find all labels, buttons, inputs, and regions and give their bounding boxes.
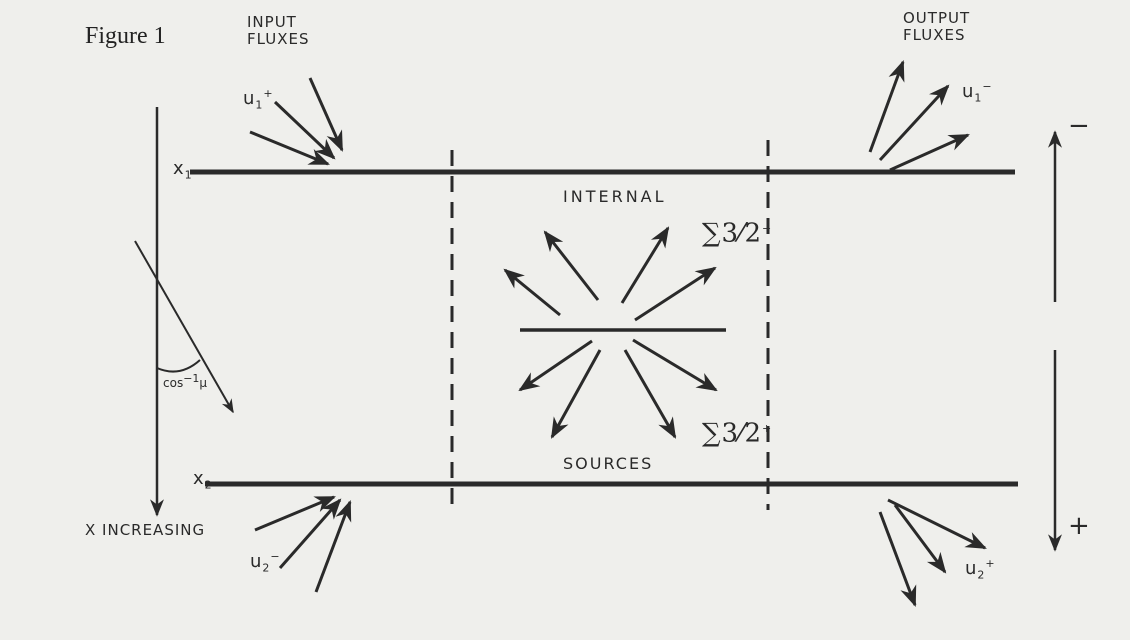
u1-plus-label: u1+ xyxy=(243,87,274,112)
x1-label: x1 xyxy=(173,158,193,182)
input-fluxes-label: INPUT FLUXES xyxy=(247,13,310,48)
figure-title: Figure 1 xyxy=(85,23,166,49)
input-arrow-u2 xyxy=(254,495,336,532)
internal-arrow-down xyxy=(623,349,677,439)
sigma-plus-label: ∑3⁄2+ xyxy=(702,418,773,449)
plus-sign: + xyxy=(1068,511,1091,541)
output-arrow-u1 xyxy=(878,84,950,162)
input-arrow-u2 xyxy=(314,500,352,593)
input-arrow-u1 xyxy=(273,100,336,160)
x2-label: x2 xyxy=(193,468,213,492)
internal-arrow-down xyxy=(518,339,593,392)
angle-arc xyxy=(156,359,201,373)
internal-arrow-down xyxy=(632,338,718,392)
u1-minus-label: u1− xyxy=(962,80,993,105)
input-arrow-u2 xyxy=(278,498,342,569)
output-arrow-u2 xyxy=(878,511,917,607)
u2-minus-label: u2− xyxy=(250,550,281,575)
direction-line xyxy=(134,240,234,414)
internal-arrow-up xyxy=(620,226,670,304)
x-increasing-label: X INCREASING xyxy=(85,521,206,539)
angle-label: cos−1μ xyxy=(163,372,208,390)
internal-arrow-up xyxy=(634,266,717,322)
minus-sign: − xyxy=(1068,111,1091,141)
input-arrow-u1 xyxy=(249,130,330,166)
output-arrow-u2 xyxy=(887,498,987,550)
input-arrow-u1 xyxy=(308,77,344,152)
output-arrow-u1 xyxy=(889,133,970,172)
internal-label: INTERNAL xyxy=(563,187,667,206)
output-arrow-u2 xyxy=(893,504,947,574)
sigma-minus-label: ∑3⁄2− xyxy=(702,218,773,249)
internal-arrow-down xyxy=(550,349,602,439)
u2-plus-label: u2+ xyxy=(965,557,996,582)
output-arrow-u1 xyxy=(868,60,905,153)
internal-arrow-up xyxy=(503,268,561,317)
output-fluxes-label: OUTPUT FLUXES xyxy=(903,9,971,44)
sources-label: SOURCES xyxy=(563,454,654,473)
internal-arrow-up xyxy=(543,230,600,301)
